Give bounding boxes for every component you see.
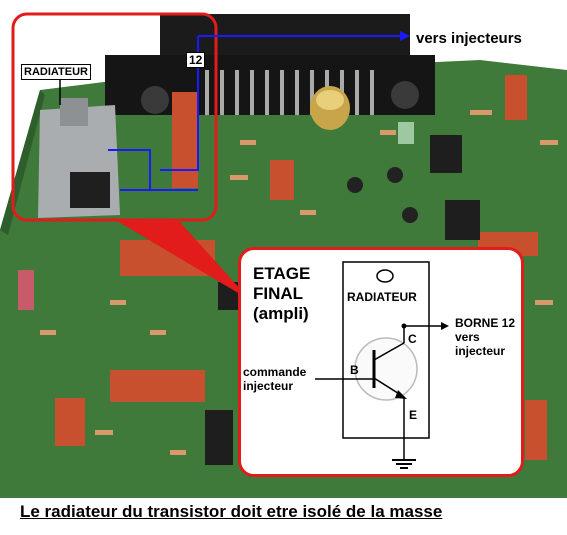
mounting-hole-icon (376, 269, 394, 283)
radiateur-photo-text: RADIATEUR (24, 66, 88, 78)
pin-c-label: C (408, 332, 417, 346)
highlight-frame (11, 12, 218, 222)
commande-injecteur-line: injecteur (243, 379, 294, 393)
capacitor (172, 92, 198, 188)
vers-injecteurs-label: vers injecteurs (412, 29, 526, 48)
etage-final-title: ETAGE FINAL (ampli) (253, 264, 310, 324)
emitter-arrow-icon (395, 390, 407, 399)
transistor-symbol (354, 337, 418, 401)
caption-text: Le radiateur du transistor doit etre iso… (20, 502, 443, 521)
injecteur-line: injecteur (455, 344, 506, 358)
arrow-right-icon (400, 31, 410, 41)
pin-e-label: E (409, 408, 418, 422)
vers-injecteurs-text: vers injecteurs (416, 30, 522, 47)
schematic-callout: ETAGE FINAL (ampli) RADIATEUR BORNE 12 v… (238, 247, 524, 477)
ampli-line: (ampli) (253, 304, 309, 323)
commande-line: commande (243, 365, 307, 379)
etage-line: ETAGE (253, 264, 311, 283)
radiateur-photo-label: RADIATEUR (21, 64, 91, 80)
callout-pointer (112, 218, 250, 300)
commande-label: commande injecteur (243, 365, 306, 393)
borne-line: BORNE 12 (455, 316, 516, 330)
pin-12-text: 12 (189, 53, 203, 67)
radiateur-box (342, 261, 430, 439)
caption-bar: Le radiateur du transistor doit etre iso… (0, 498, 567, 535)
transistor-schematic (315, 261, 449, 469)
pin-b-label: B (350, 363, 359, 377)
radiateur-schematic-label: RADIATEUR (347, 290, 417, 304)
arrow-right-icon (441, 322, 449, 330)
pin-12-label: 12 (186, 52, 206, 68)
wire-to-pin12 (160, 36, 199, 171)
vers-line: vers (455, 330, 480, 344)
final-line: FINAL (253, 284, 304, 303)
borne-label: BORNE 12 vers injecteur (455, 316, 515, 358)
transistor (70, 172, 110, 208)
